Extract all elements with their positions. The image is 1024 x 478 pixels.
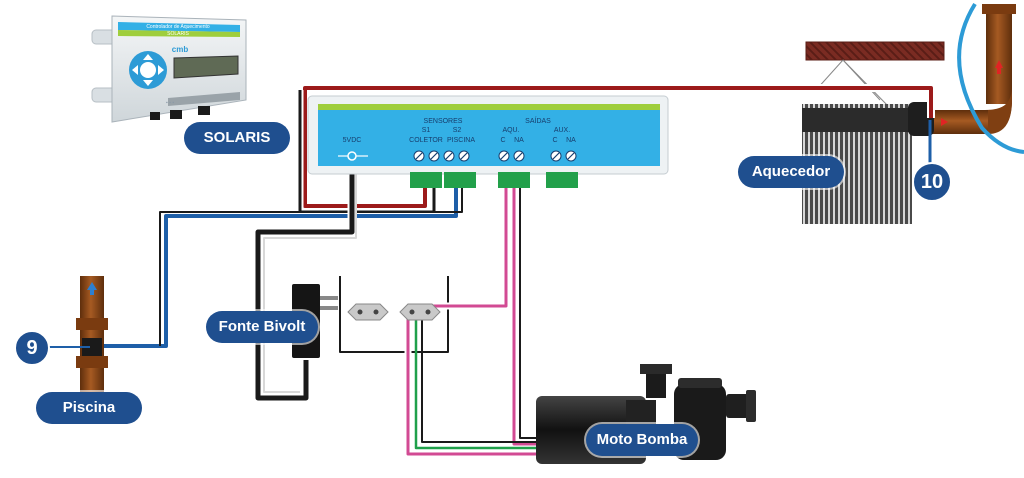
label-piscina: Piscina — [36, 392, 142, 424]
label-aux-c: C — [552, 137, 558, 144]
outlet-sockets — [347, 303, 441, 321]
label-saidas: SAÍDAS — [525, 118, 551, 125]
sensor-10-badge: 10 — [912, 162, 952, 202]
pool-pipe — [76, 276, 108, 396]
label-aux: AUX. — [553, 127, 571, 134]
label-coletor: COLETOR — [409, 137, 443, 144]
solaris-device — [91, 15, 247, 123]
device-title-text: Controlador de Aquecimento — [146, 24, 210, 30]
label-solaris: SOLARIS — [184, 122, 290, 154]
label-moto-bomba: Moto Bomba — [586, 424, 698, 456]
device-bottom-s1: ▪ ▪ ▪ — [166, 100, 175, 106]
label-aux-na: NA — [566, 137, 576, 144]
zoom-circle-arc — [957, 2, 1024, 154]
label-aqu-na: NA — [514, 137, 524, 144]
controller-box — [307, 95, 669, 188]
label-sensores: SENSORES — [423, 118, 463, 125]
device-logo: cmb — [172, 45, 189, 54]
label-s2: S2 — [452, 127, 462, 134]
label-s1: S1 — [421, 127, 431, 134]
label-aqu: AQU. — [502, 127, 520, 134]
label-5vdc: 5VDC — [342, 137, 362, 144]
power-jack-icon — [338, 151, 368, 161]
label-aquecedor: Aquecedor — [738, 156, 844, 188]
device-brand-text: SOLARIS — [167, 31, 189, 37]
label-piscina-terminal: PISCINA — [446, 137, 475, 144]
sensor-9-badge: 9 — [14, 330, 50, 366]
label-fonte-bivolt: Fonte Bivolt — [206, 311, 318, 343]
label-aqu-c: C — [500, 137, 506, 144]
